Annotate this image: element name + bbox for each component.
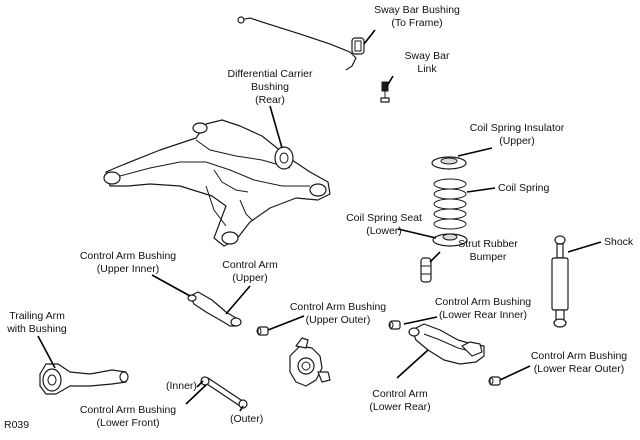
label-control-arm-lower-rear: Control Arm (Lower Rear) bbox=[369, 388, 431, 413]
label-control-arm-bushing-upper-outer: Control Arm Bushing (Upper Outer) bbox=[289, 301, 387, 326]
trailing-arm bbox=[39, 363, 129, 395]
sway-bar bbox=[237, 16, 365, 71]
label-coil-spring: Coil Spring bbox=[498, 182, 550, 194]
label-sway-bar-bushing: Sway Bar Bushing (To Frame) bbox=[374, 4, 460, 29]
knuckle bbox=[289, 337, 331, 387]
sway-bar-link bbox=[380, 81, 390, 103]
label-control-arm-upper: Control Arm (Upper) bbox=[222, 259, 278, 284]
label-shock: Shock bbox=[604, 236, 634, 248]
coil-spring bbox=[433, 178, 467, 230]
control-arm-upper bbox=[187, 291, 242, 327]
shock bbox=[551, 235, 569, 328]
coil-spring-insulator bbox=[431, 156, 467, 170]
reference-code: R039 bbox=[4, 419, 30, 431]
label-coil-spring-insulator: Coil Spring Insulator (Upper) bbox=[469, 122, 565, 147]
differential-carrier-bushing bbox=[274, 146, 294, 170]
leader-lines bbox=[37, 29, 602, 412]
strut-rubber-bumper bbox=[420, 257, 432, 283]
control-arm-bushing-upper-outer bbox=[256, 326, 269, 336]
label-control-arm-bushing-lower-rear-outer: Control Arm Bushing (Lower Rear Outer) bbox=[530, 350, 628, 375]
label-differential-carrier-bushing: Differential Carrier Bushing (Rear) bbox=[227, 68, 313, 106]
control-arm-bushing-lower-rear-inner bbox=[388, 320, 401, 330]
crossmember bbox=[103, 119, 331, 247]
label-control-arm-bushing-lower-rear-inner: Control Arm Bushing (Lower Rear Inner) bbox=[434, 296, 532, 321]
label-strut-rubber-bumper: Strut Rubber Bumper bbox=[458, 238, 518, 263]
coil-spring-seat bbox=[432, 233, 468, 247]
control-arm-lower-rear bbox=[408, 323, 485, 365]
label-outer: (Outer) bbox=[230, 413, 264, 425]
control-arm-lower-front bbox=[200, 376, 248, 409]
label-control-arm-bushing-lower-front: Control Arm Bushing (Lower Front) bbox=[79, 404, 177, 429]
label-coil-spring-seat: Coil Spring Seat (Lower) bbox=[346, 212, 422, 237]
label-inner: (Inner) bbox=[166, 380, 197, 392]
label-sway-bar-link: Sway Bar Link bbox=[404, 50, 450, 75]
label-control-arm-bushing-upper-inner: Control Arm Bushing (Upper Inner) bbox=[79, 250, 177, 275]
label-trailing-arm: Trailing Arm with Bushing bbox=[7, 310, 67, 335]
control-arm-bushing-lower-rear-outer bbox=[488, 376, 501, 386]
